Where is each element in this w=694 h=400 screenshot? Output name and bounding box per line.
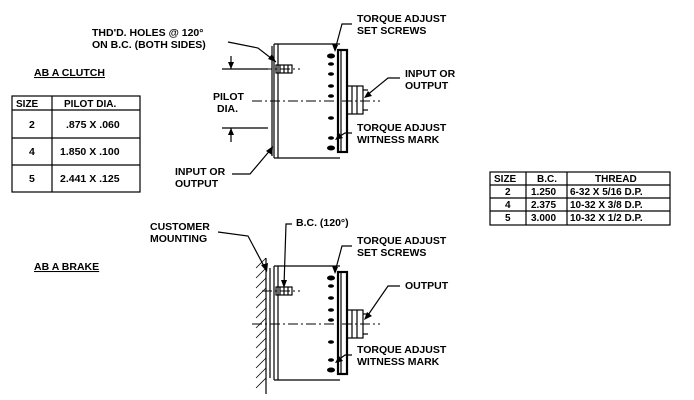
pilot-table-cell: 2	[29, 119, 35, 131]
set-screw-dot	[328, 136, 334, 140]
clutch-witness-label-2: WITNESS MARK	[357, 134, 440, 146]
thread-table-cell: 10-32 X 3/8 D.P.	[570, 200, 643, 211]
clutch-input-right-label-2: OUTPUT	[405, 80, 449, 92]
leader-arrow	[332, 266, 338, 274]
set-screw-dot	[328, 62, 334, 66]
clutch-hub	[346, 85, 364, 115]
brake-customer-label-1: CUSTOMER	[150, 221, 210, 233]
brake-output-label: OUTPUT	[405, 280, 449, 292]
set-screw-dot	[328, 116, 334, 120]
set-screw-dot	[327, 145, 335, 151]
thread-table-cell: 2	[505, 187, 511, 198]
brake-torque-set-leader	[334, 245, 352, 273]
thread-table-header-size: SIZE	[494, 174, 517, 185]
brake-body	[252, 265, 380, 381]
clutch-input-right-label-1: INPUT OR	[405, 68, 456, 80]
pilot-table-cell: 5	[29, 173, 35, 185]
thread-table: SIZE B.C. THREAD 2 1.250 6-32 X 5/16 D.P…	[489, 171, 671, 226]
clutch-torque-set-label-1: TORQUE ADJUST	[357, 13, 447, 25]
brake-title: AB A BRAKE	[34, 261, 99, 273]
clutch-leaders	[227, 23, 400, 175]
brake-bc-label: B.C. (120°)	[296, 217, 349, 229]
leader-arrow	[335, 133, 343, 140]
set-screw-dot	[328, 84, 334, 88]
set-screw-dot	[327, 367, 335, 373]
pilot-table-header-size: SIZE	[16, 99, 39, 110]
brake-set-screws	[327, 275, 335, 373]
pilot-table-cell: .875 X .060	[66, 119, 120, 131]
clutch-pilot-label-2: DIA.	[217, 103, 238, 115]
pilot-table-cell: 1.850 X .100	[60, 146, 120, 158]
thread-table-cell: 10-32 X 1/2 D.P.	[570, 213, 643, 224]
input-right-leader	[365, 77, 400, 97]
thread-table-cell: 3.000	[531, 213, 556, 224]
thread-table-cell: 2.375	[531, 200, 556, 211]
leader-arrow	[268, 54, 276, 62]
brake-torque-set-label-2: SET SCREWS	[357, 247, 426, 259]
clutch-set-screws	[327, 53, 335, 151]
torque-set-leader	[334, 23, 352, 51]
thread-table-cell: 1.250	[531, 187, 556, 198]
brake-witness-label-2: WITNESS MARK	[357, 356, 440, 368]
set-screw-dot	[328, 72, 334, 76]
thread-table-cell: 6-32 X 5/16 D.P.	[570, 187, 643, 198]
clutch-torque-set-label-2: SET SCREWS	[357, 25, 426, 37]
brake-leaders	[217, 223, 400, 363]
leader-arrow	[364, 91, 372, 98]
thread-table-cell: 5	[505, 213, 511, 224]
clutch-input-left-label-1: INPUT OR	[175, 166, 226, 178]
set-screw-dot	[328, 94, 334, 98]
pilot-table: SIZE PILOT DIA. 2 .875 X .060 4 1.850 X …	[11, 95, 141, 193]
brake-torque-set-label-1: TORQUE ADJUST	[357, 235, 447, 247]
brake-customer-label-2: MOUNTING	[150, 233, 207, 245]
clutch-holes-label-1: THD'D. HOLES @ 120°	[92, 27, 203, 39]
set-screw-dot	[328, 296, 334, 300]
pilot-table-cell: 4	[29, 146, 35, 158]
pilot-arrow	[228, 128, 234, 135]
set-screw-dot	[327, 275, 335, 281]
set-screw-dot	[328, 340, 334, 344]
set-screw-dot	[328, 318, 334, 322]
customer-mounting-wall	[255, 257, 267, 394]
set-screw-dot	[328, 284, 334, 288]
output-leader	[365, 285, 400, 319]
leader-arrow	[266, 146, 273, 155]
customer-leader	[217, 231, 267, 271]
leader-arrow	[332, 44, 338, 52]
thread-table-header-bc: B.C.	[537, 174, 557, 185]
bc-leader	[283, 223, 292, 287]
set-screw-dot	[328, 308, 334, 312]
thread-table-header-thread: THREAD	[595, 174, 637, 185]
set-screw-dot	[327, 53, 335, 59]
thread-table-cell: 4	[505, 200, 511, 211]
leader-arrow	[364, 312, 372, 320]
leader-arrow	[281, 280, 287, 288]
clutch-pilot-label-1: PILOT	[213, 91, 245, 103]
brake-witness-label-1: TORQUE ADJUST	[357, 344, 447, 356]
clutch-input-left-label-2: OUTPUT	[175, 178, 219, 190]
pilot-arrow	[228, 62, 234, 69]
pilot-table-cell: 2.441 X .125	[60, 173, 120, 185]
clutch-holes-label-2: ON B.C. (BOTH SIDES)	[92, 39, 206, 51]
set-screw-dot	[328, 358, 334, 362]
clutch-witness-label-1: TORQUE ADJUST	[357, 122, 447, 134]
pilot-table-header-pilot: PILOT DIA.	[64, 99, 116, 110]
pilot-table-border	[11, 95, 141, 193]
clutch-title: AB A CLUTCH	[34, 67, 105, 79]
clutch-pilot-dimension	[222, 56, 268, 142]
leader-arrow	[261, 263, 268, 272]
input-left-leader	[232, 147, 273, 175]
leader-arrow	[335, 356, 343, 363]
